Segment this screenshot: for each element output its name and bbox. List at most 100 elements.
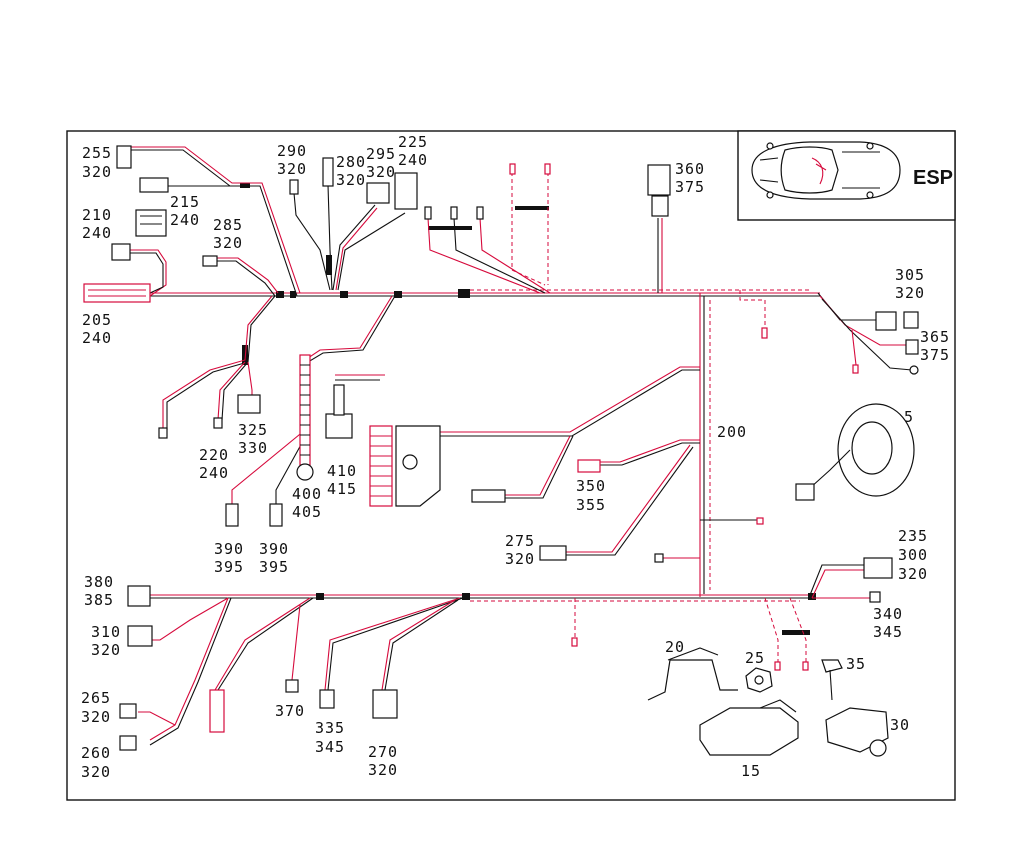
svg-text:220: 220 — [199, 446, 229, 464]
nut-icon — [745, 667, 773, 693]
svg-text:285: 285 — [213, 216, 243, 234]
svg-text:345: 345 — [315, 738, 345, 756]
svg-text:210: 210 — [82, 206, 112, 224]
esp-label: ESP — [913, 167, 953, 189]
svg-text:255: 255 — [82, 144, 112, 162]
label-30: 30 — [890, 716, 910, 734]
svg-text:275: 275 — [505, 532, 535, 550]
label-20: 20 — [665, 638, 685, 656]
svg-text:395: 395 — [259, 558, 289, 576]
svg-text:20: 20 — [665, 638, 685, 656]
svg-text:335: 335 — [315, 719, 345, 737]
top-center-branches — [231, 172, 663, 505]
svg-text:235: 235 — [898, 527, 928, 545]
car-top-view-icon — [751, 141, 901, 200]
svg-text:15: 15 — [741, 762, 761, 780]
svg-text:260: 260 — [81, 744, 111, 762]
svg-text:320: 320 — [898, 565, 928, 583]
screw-icon — [821, 659, 843, 701]
svg-text:280: 280 — [336, 153, 366, 171]
svg-text:330: 330 — [238, 439, 268, 457]
svg-text:270: 270 — [368, 743, 398, 761]
svg-text:300: 300 — [898, 546, 928, 564]
svg-text:305: 305 — [895, 266, 925, 284]
control-module-icon — [825, 707, 889, 757]
svg-text:215: 215 — [170, 193, 200, 211]
svg-text:290: 290 — [277, 142, 307, 160]
svg-text:265: 265 — [81, 689, 111, 707]
right-branches — [440, 290, 913, 665]
svg-text:240: 240 — [199, 464, 229, 482]
diagram-frame — [66, 130, 956, 801]
svg-text:400: 400 — [292, 485, 322, 503]
label-35: 35 — [846, 655, 866, 673]
svg-text:30: 30 — [890, 716, 910, 734]
label-15: 15 — [741, 762, 761, 780]
svg-text:295: 295 — [366, 145, 396, 163]
svg-text:390: 390 — [259, 540, 289, 558]
svg-text:385: 385 — [84, 591, 114, 609]
svg-text:35: 35 — [846, 655, 866, 673]
svg-text:350: 350 — [576, 477, 606, 495]
svg-text:360: 360 — [675, 160, 705, 178]
svg-text:355: 355 — [576, 496, 606, 514]
svg-text:5: 5 — [904, 408, 914, 426]
svg-text:320: 320 — [82, 163, 112, 181]
svg-text:405: 405 — [292, 503, 322, 521]
svg-text:320: 320 — [91, 641, 121, 659]
yaw-sensor-icon — [699, 699, 799, 756]
svg-text:320: 320 — [368, 761, 398, 779]
svg-text:410: 410 — [327, 462, 357, 480]
svg-text:320: 320 — [277, 160, 307, 178]
connectors — [83, 145, 919, 751]
svg-text:240: 240 — [82, 329, 112, 347]
label-200: 200 — [717, 423, 746, 441]
svg-text:325: 325 — [238, 421, 268, 439]
esp-inset: ESP — [737, 130, 956, 221]
svg-text:320: 320 — [336, 171, 366, 189]
svg-text:310: 310 — [91, 623, 121, 641]
svg-text:240: 240 — [398, 151, 428, 169]
svg-text:205: 205 — [82, 311, 112, 329]
svg-text:390: 390 — [214, 540, 244, 558]
svg-text:375: 375 — [675, 178, 705, 196]
bracket-icon — [647, 647, 738, 701]
ring-sensor-icon — [795, 403, 915, 501]
svg-text:25: 25 — [745, 649, 765, 667]
svg-text:365: 365 — [920, 328, 950, 346]
svg-text:370: 370 — [275, 702, 305, 720]
svg-text:320: 320 — [81, 763, 111, 781]
label-370: 370 — [275, 702, 305, 720]
svg-text:320: 320 — [81, 708, 111, 726]
svg-text:340: 340 — [873, 605, 903, 623]
svg-text:320: 320 — [213, 234, 243, 252]
svg-text:240: 240 — [82, 224, 112, 242]
